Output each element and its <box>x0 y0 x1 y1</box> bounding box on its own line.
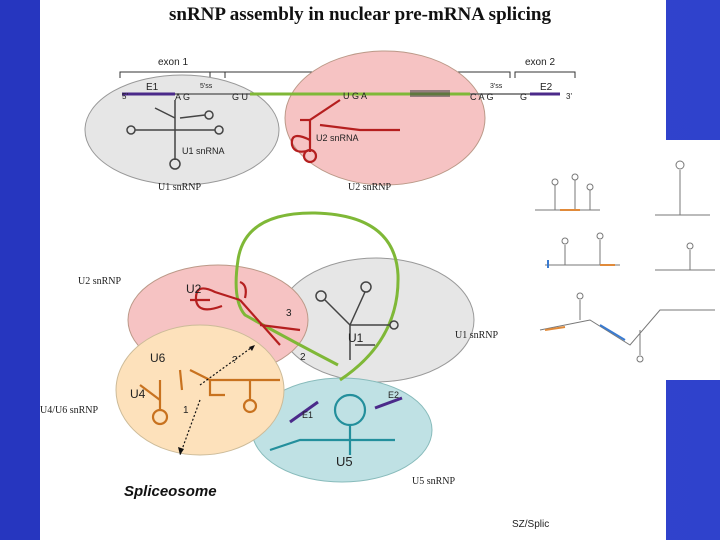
exon1-bottom <box>289 400 319 424</box>
label-e1-bottom: E1 <box>302 410 313 420</box>
label-exon1: exon 1 <box>158 57 188 68</box>
label-q: ? <box>232 355 238 366</box>
pre-mrna-strand <box>122 90 560 97</box>
u1-snrna-structure <box>126 100 224 170</box>
label-u4u6-snrnp: U4/U6 snRNP <box>40 405 99 416</box>
label-3ss: 3'ss <box>490 83 503 90</box>
label-u1-snrnp: U1 snRNP <box>455 330 499 341</box>
u6-u4-snrna <box>139 369 280 426</box>
label-u6: U6 <box>150 351 166 365</box>
label-uga: U G A <box>343 91 367 101</box>
rna-structure-thumbnails <box>535 160 715 363</box>
u4u6-snrnp-ellipse <box>115 324 285 456</box>
label-cag: C A G <box>470 92 494 102</box>
label-1: 1 <box>183 405 189 416</box>
label-3prime: 3' <box>566 92 572 101</box>
label-3: 3 <box>286 308 292 319</box>
label-u2-snrnp: U2 snRNP <box>78 276 122 287</box>
label-u4: U4 <box>130 387 146 401</box>
u2-snrnp-top-ellipse <box>284 50 486 186</box>
label-5ss: 5'ss <box>200 83 213 90</box>
label-u5: U5 <box>336 454 353 469</box>
label-spliceosome: Spliceosome <box>124 483 217 500</box>
arrow-head-2 <box>178 447 184 455</box>
u5-snrna <box>269 393 395 455</box>
label-5prime: 5' <box>122 92 128 101</box>
rna-structure-highlights <box>544 209 626 341</box>
label-u2-snrnp-top: U2 snRNP <box>348 182 392 193</box>
u2-snrna-structure <box>290 99 400 164</box>
dotted-arrows <box>179 344 256 456</box>
left-border-strip <box>0 0 42 540</box>
label-exon2: exon 2 <box>525 57 555 68</box>
label-gu: G U <box>232 92 248 102</box>
label-u1-snrnp-top: U1 snRNP <box>158 182 202 193</box>
label-e2-top: E2 <box>540 82 553 93</box>
u1-snrna-bottom <box>315 281 399 360</box>
label-u1: U1 <box>348 331 364 345</box>
label-2: 2 <box>300 352 306 363</box>
label-u1-snrna: U1 snRNA <box>182 146 225 156</box>
label-g: G <box>520 92 527 102</box>
label-u2: U2 <box>186 282 202 296</box>
rna-structure-panel <box>516 140 720 380</box>
slide-title: snRNP assembly in nuclear pre-mRNA splic… <box>169 4 551 25</box>
exon2-bottom <box>374 396 403 410</box>
label-e2-bottom: E2 <box>388 390 399 400</box>
intron-loop <box>234 211 400 382</box>
footer-label: SZ/Splic <box>512 519 549 530</box>
label-ag: A G <box>175 92 190 102</box>
label-u2-snrna: U2 snRNA <box>316 133 359 143</box>
label-e1-top: E1 <box>146 82 159 93</box>
u2-snrna-bottom <box>190 280 301 346</box>
label-u5-snrnp: U5 snRNP <box>412 476 456 487</box>
arrow-head-1 <box>249 345 255 351</box>
